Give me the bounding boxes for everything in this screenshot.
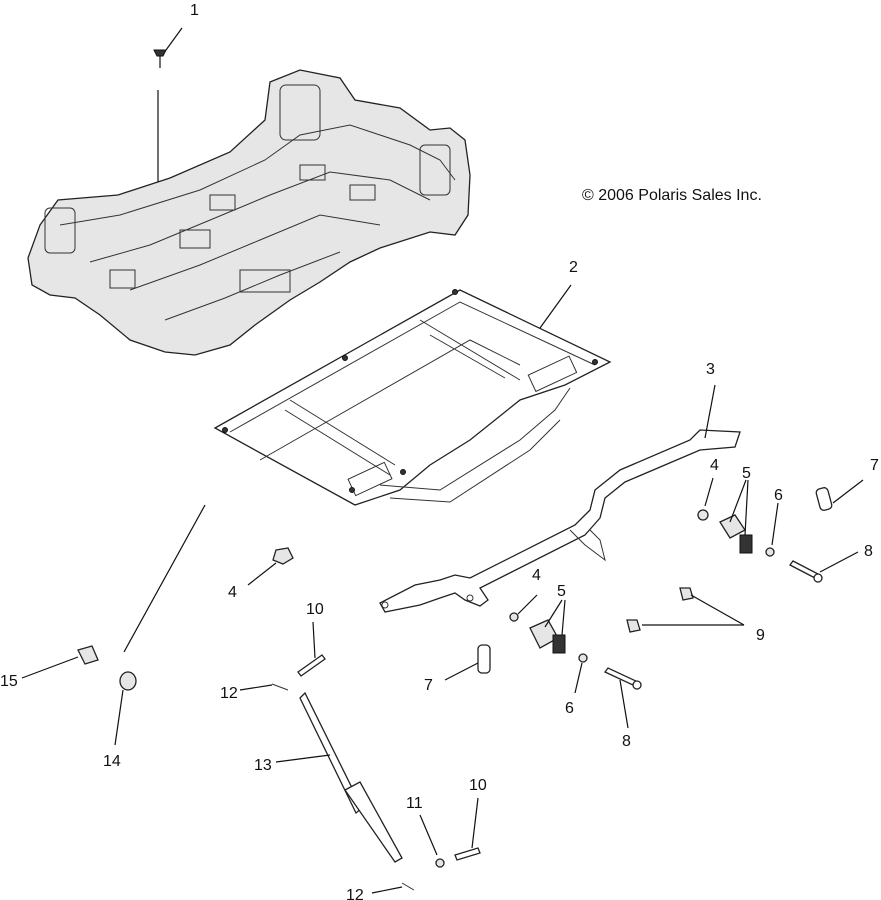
callout-11: 11 [406,795,423,812]
callout-13: 13 [254,757,272,774]
callout-4: 4 [710,457,719,474]
screw-part [153,49,167,68]
leader-lines [21,27,864,894]
callout-5-mid: 5 [557,583,566,600]
callout-7-mid: 7 [424,677,433,694]
callout-3: 3 [706,361,715,378]
hardware-parts [77,487,833,891]
callout-9: 9 [756,627,765,644]
callout-8: 8 [864,543,873,560]
callout-6-mid: 6 [565,700,574,717]
seat-base-part [27,69,471,356]
callout-6: 6 [774,487,783,504]
callout-7: 7 [870,457,879,474]
callout-14: 14 [103,753,121,770]
callout-15: 15 [0,673,18,690]
callout-10-upper: 10 [306,601,324,618]
callout-8-mid: 8 [622,733,631,750]
copyright-text: © 2006 Polaris Sales Inc. [582,187,762,204]
callout-5: 5 [742,465,751,482]
callout-12-lower: 12 [346,887,364,900]
callout-4-left: 4 [228,584,237,601]
callout-1: 1 [190,2,199,19]
callout-4-mid: 4 [532,567,541,584]
callout-10-lower: 10 [469,777,487,794]
seat-frame-part [213,289,612,506]
callout-12-upper: 12 [220,685,238,702]
callout-2: 2 [569,259,578,276]
latch-rod-part [379,429,741,613]
